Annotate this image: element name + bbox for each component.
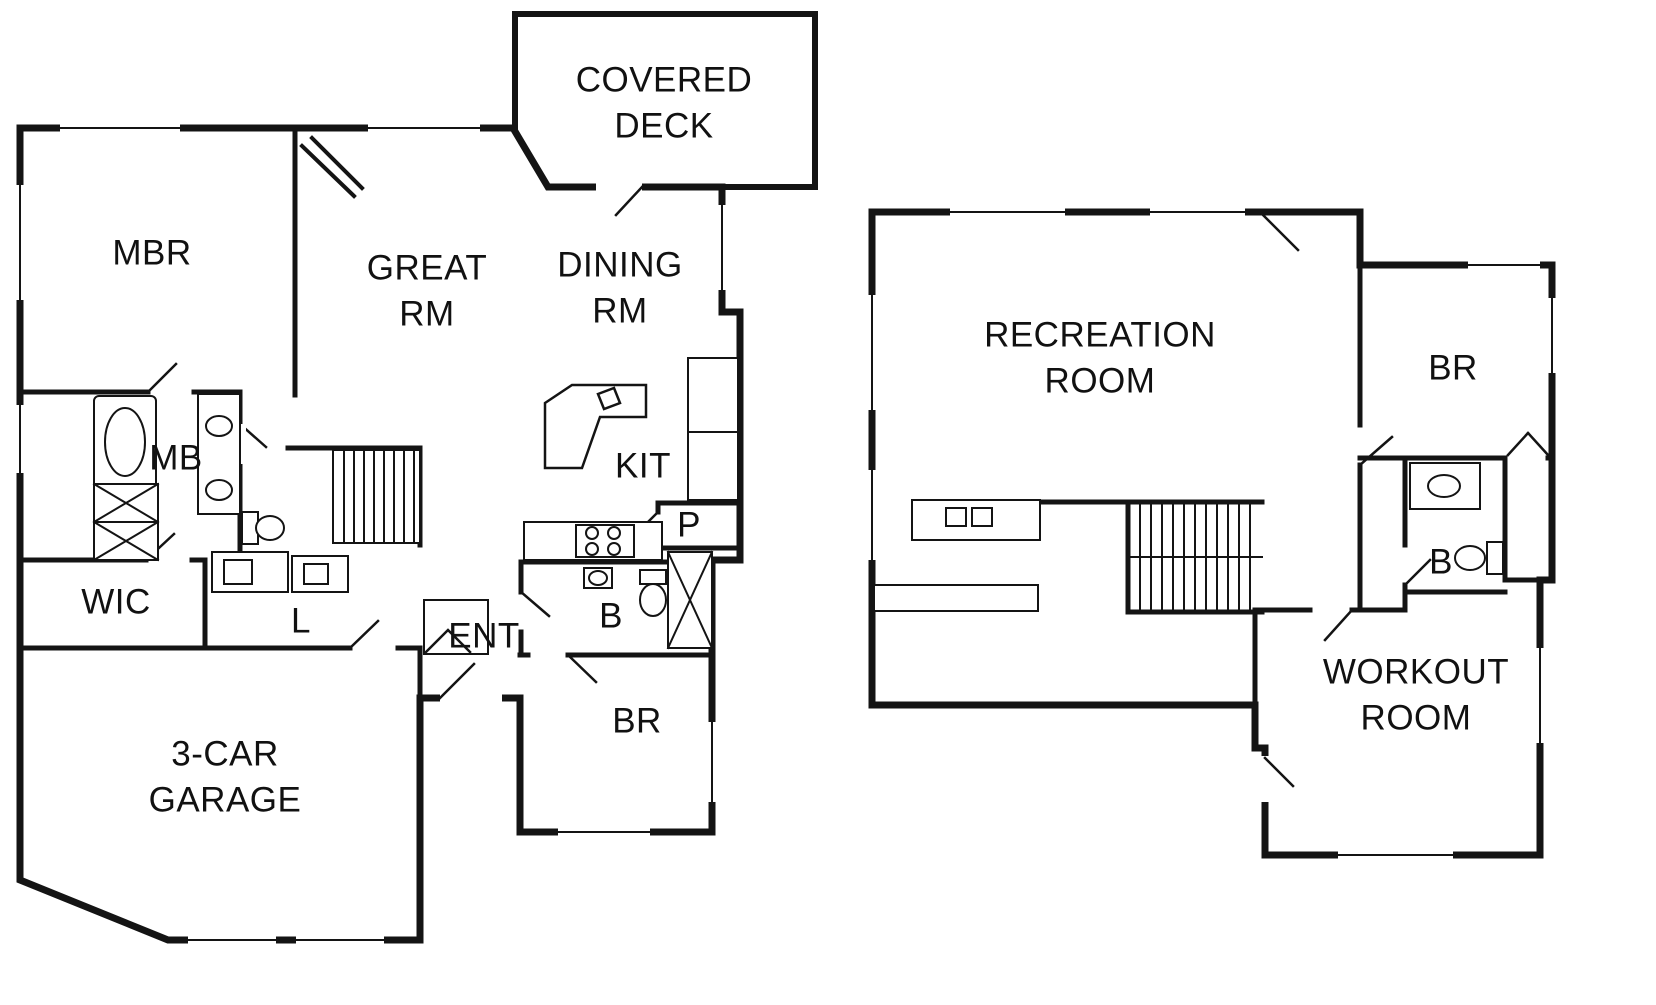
room-label-bath-main: B bbox=[599, 596, 623, 636]
room-label-laundry: L bbox=[291, 601, 311, 641]
fireplace-icon bbox=[299, 135, 365, 199]
wet-bar-icon bbox=[873, 499, 1041, 612]
linen-closet-icon bbox=[666, 550, 714, 650]
room-label-recreation-room: RECREATION ROOM bbox=[984, 315, 1216, 401]
room-label-bath-lower: B bbox=[1429, 542, 1453, 582]
closet-shelving-icon bbox=[92, 482, 160, 562]
room-label-dining-rm: DINING RM bbox=[557, 245, 683, 331]
room-label-garage: 3-CAR GARAGE bbox=[148, 734, 302, 820]
cabinet-fridge-icon bbox=[687, 357, 739, 501]
stairs-lower-icon bbox=[1127, 503, 1263, 611]
entry-closet-icon bbox=[423, 599, 489, 655]
room-label-mb: MB bbox=[149, 438, 203, 478]
powder-bath-fixtures-icon bbox=[583, 567, 667, 617]
room-label-workout-room: WORKOUT ROOM bbox=[1322, 652, 1510, 738]
kitchen-island-icon bbox=[543, 383, 648, 470]
range-counter-icon bbox=[523, 521, 663, 561]
room-label-mbr: MBR bbox=[112, 233, 192, 273]
room-label-br-lower: BR bbox=[1428, 348, 1478, 388]
room-label-great-rm: GREAT RM bbox=[366, 248, 488, 334]
room-label-wic: WIC bbox=[81, 582, 151, 622]
toilet-master-icon bbox=[241, 511, 285, 545]
window-lines bbox=[19, 127, 1553, 941]
room-label-br-main: BR bbox=[612, 701, 662, 741]
washer-dryer-icon bbox=[211, 551, 349, 593]
double-vanity-icon bbox=[197, 393, 241, 515]
vanity-lower-icon bbox=[1409, 462, 1481, 510]
room-label-pantry: P bbox=[677, 505, 701, 545]
room-label-kit: KIT bbox=[615, 446, 671, 486]
room-label-ent: ENT bbox=[448, 616, 520, 656]
toilet-lower-icon bbox=[1454, 541, 1504, 575]
room-label-covered-deck: COVERED DECK bbox=[575, 60, 753, 146]
stairs-main-icon bbox=[332, 449, 421, 544]
bathtub-icon bbox=[93, 395, 157, 489]
